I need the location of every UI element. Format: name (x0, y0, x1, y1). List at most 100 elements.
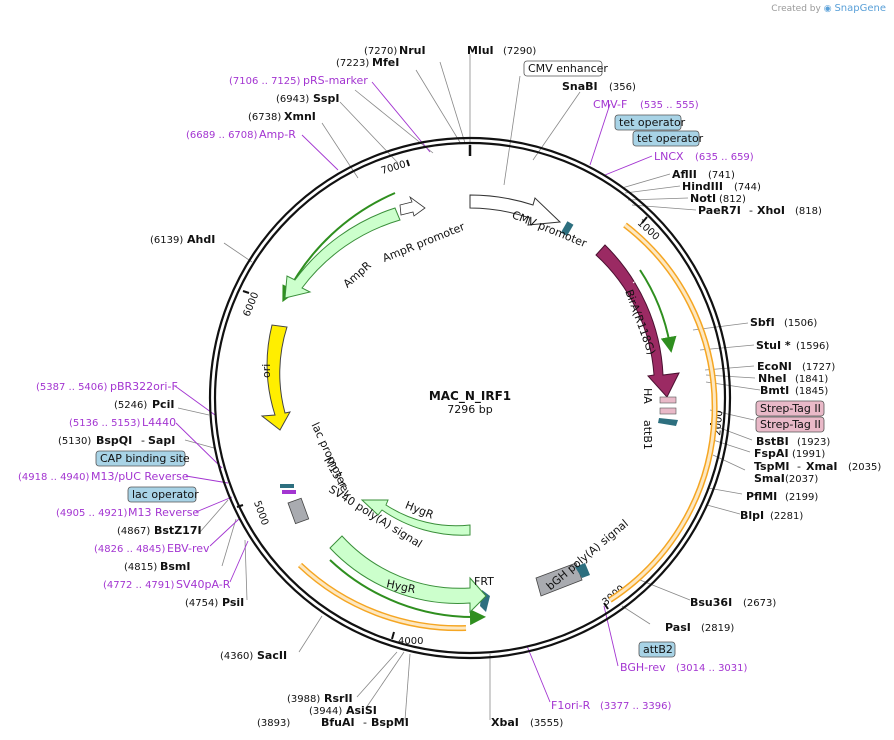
box-label-cap-binding-site: CAP binding site (100, 452, 190, 465)
site-pos-asisi: (3944) (309, 706, 342, 717)
bira-feature (595, 244, 680, 398)
tick-label-5000: 5000 (251, 499, 270, 527)
primer-name-l4440: L4440 (142, 416, 176, 429)
scale-ticks (236, 159, 716, 640)
site-dash-tspmi: - (797, 460, 801, 473)
backbone-outer (208, 136, 732, 660)
primer-name-m13puc-rev: M13/pUC Reverse (91, 470, 189, 483)
site-name-bfuai: BfuAI (321, 716, 355, 729)
feature-label-attb1: attB1 (641, 420, 654, 450)
site-pos-rsrii: (3988) (287, 694, 320, 705)
box-label-lac-operator: lac operator (132, 488, 199, 501)
site-pos-nrui: (7270) (364, 46, 397, 57)
box-strep-tag-1 (755, 400, 825, 417)
site-name-bsmi: BsmI (160, 560, 191, 573)
primer-pos-m13puc-rev: (4918 .. 4940) (18, 472, 90, 483)
site-dash-bspqi: - (141, 434, 145, 447)
feature-label-frt: FRT (474, 575, 494, 588)
primer-name-sv40pa-r: SV40pA-R (176, 578, 231, 591)
site-name-nrui: NruI (399, 44, 426, 57)
lac-operator-marker (282, 490, 296, 494)
primer-name-f1ori-r: F1ori-R (551, 699, 591, 712)
site-name-ahdi: AhdI (187, 233, 215, 246)
site-pos-smai: (2037) (785, 474, 818, 485)
site-name-bstbi: BstBI (756, 435, 789, 448)
site-name-blpi: BlpI (740, 509, 764, 522)
feature-label-ha: HA (641, 388, 654, 404)
site-name-xmai: XmaI (806, 460, 837, 473)
site-pos-nhei: (1841) (795, 374, 828, 385)
hygr-feature-inner (360, 499, 471, 536)
site-name-pcii: PciI (152, 398, 174, 411)
site-name-bspqi: BspQI (96, 434, 132, 447)
box-tet-operator-1 (614, 114, 682, 131)
orange-arc-right-inner (609, 223, 717, 602)
bira-dashes (632, 277, 640, 284)
site-pos-bsmi: (4815) (124, 562, 157, 573)
feature-label-ampr: AmpR (341, 259, 374, 291)
site-name-fspai: FspAI (754, 447, 789, 460)
site-pos-pcii: (5246) (114, 400, 147, 411)
primer-name-bgh-rev: BGH-rev (620, 661, 666, 674)
site-pos-xbai: (3555) (530, 718, 563, 729)
plasmid-name: MAC_N_IRF1 (429, 389, 511, 404)
site-name-asisi: AsiSI (346, 704, 377, 717)
site-name-hindiii: HindIII (682, 180, 723, 193)
tick-label-6000: 6000 (242, 291, 262, 319)
primer-name-prs-marker: pRS-marker (303, 74, 368, 87)
site-name-mlui: MluI (467, 44, 494, 57)
site-name-aflii: AflII (672, 168, 697, 181)
snapgene-watermark: Created by ◉ SnapGene (771, 3, 886, 14)
site-pos-mfei: (7223) (336, 58, 369, 69)
site-name-noti: NotI (690, 192, 716, 205)
strep-tag-marker-2 (659, 407, 677, 415)
box-cap-binding-site (95, 450, 186, 467)
site-name-pasi: PasI (665, 621, 691, 634)
attb2-marker (575, 563, 590, 578)
ampr-feature (284, 207, 401, 299)
primer-pos-bgh-rev: (3014 .. 3031) (676, 663, 748, 674)
ori-feature (260, 324, 291, 431)
site-pos-sspi: (6943) (276, 94, 309, 105)
site-pos-stui: (1596) (796, 341, 829, 352)
feature-label-bgh-polya: bGH poly(A) signal (544, 517, 631, 593)
primer-pos-pbr322ori-f: (5387 .. 5406) (36, 382, 108, 393)
site-pos-hindiii: (744) (734, 182, 761, 193)
site-name-psii: PsiI (222, 596, 244, 609)
box-label-tet-operator-2: tet operator (637, 132, 704, 145)
site-name-nhei: NheI (758, 372, 787, 385)
primer-name-lncx: LNCX (654, 150, 684, 163)
site-name-tspmi: TspMI (754, 460, 790, 473)
primer-name-amp-r: Amp-R (259, 128, 296, 141)
tick-label-4000: 4000 (398, 636, 423, 647)
primer-name-cmv-f: CMV-F (593, 98, 627, 111)
orf-arc-bottom (329, 559, 486, 626)
site-dash-paer7i: - (749, 204, 753, 217)
site-name-smai: SmaI (754, 472, 785, 485)
primer-pos-cmv-f: (535 .. 555) (640, 100, 699, 111)
site-name-sapi: SapI (148, 434, 175, 447)
site-name-sbfi: SbfI (750, 316, 775, 329)
site-pos-mlui: (7290) (503, 46, 536, 57)
primer-pos-l4440: (5136 .. 5153) (69, 418, 141, 429)
site-name-stui: StuI * (756, 339, 791, 352)
site-name-bstz17i: BstZ17I (154, 524, 202, 537)
box-lac-operator (127, 486, 197, 503)
site-pos-paer7i: (818) (795, 206, 822, 217)
site-pos-xmni: (6738) (248, 112, 281, 123)
site-pos-aflii: (741) (708, 170, 735, 181)
site-pos-ahdi: (6139) (150, 235, 183, 246)
site-pos-fspai: (1991) (792, 449, 825, 460)
m13-rev-marker (280, 484, 294, 488)
feature-label-hygr-outer: HygR (385, 577, 417, 596)
primer-pos-amp-r: (6689 .. 6708) (186, 130, 258, 141)
site-pos-tspmi: (2035) (848, 462, 881, 473)
site-name-bspmi: BspMI (371, 716, 409, 729)
feature-label-ori: ori (260, 364, 273, 378)
site-name-bmti: BmtI (760, 384, 789, 397)
hygr-feature-outer (329, 535, 487, 614)
site-pos-sacii: (4360) (220, 651, 253, 662)
site-pos-snabi: (356) (609, 82, 636, 93)
site-pos-econi: (1727) (802, 362, 835, 373)
